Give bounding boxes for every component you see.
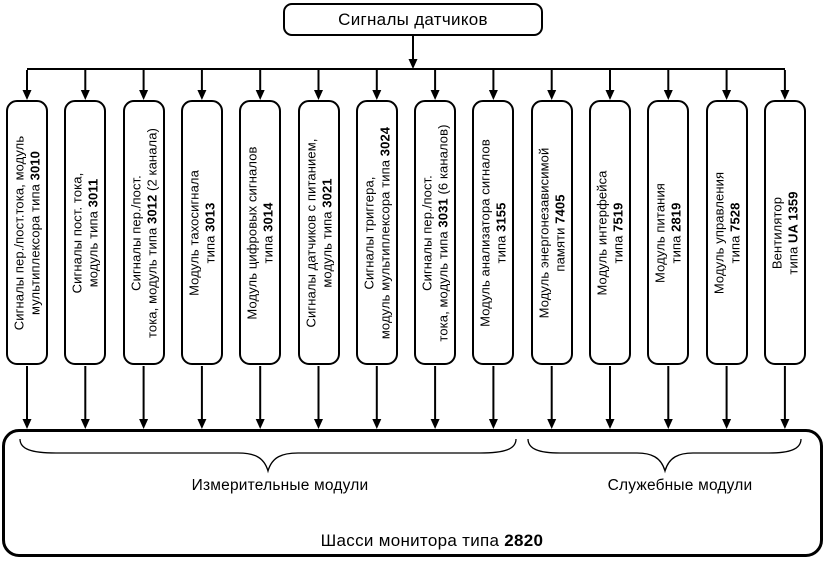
connector-arrow	[663, 70, 673, 100]
module-box: Сигналы пост. тока,модуль типа 3011	[64, 100, 107, 365]
connector-arrow	[430, 70, 440, 100]
module-label: Сигналы триггера,модуль мультиплексора т…	[361, 126, 392, 339]
connector-arrow	[547, 366, 557, 429]
connector-arrow	[605, 366, 615, 429]
connector-arrow	[722, 366, 732, 429]
module-box: Сигналы датчиков с питанием,модуль типа …	[297, 100, 340, 365]
chassis-label: Шасси монитора типа 2820	[320, 531, 544, 550]
connector-arrow	[255, 366, 265, 429]
connector-arrow	[22, 366, 32, 429]
connector-arrow	[139, 366, 149, 429]
chassis-type-code: 2820	[504, 531, 544, 550]
sensor-signals-box: Сигналы датчиков	[283, 3, 543, 36]
connector-arrow	[80, 70, 90, 100]
connector-arrow	[547, 70, 557, 100]
module-box: Сигналы пер./пост.тока, модуль типа 3012…	[122, 100, 165, 365]
connector-arrow	[314, 366, 323, 429]
title-connector-arrow	[408, 36, 418, 69]
measuring-modules-label: Измерительные модули	[191, 477, 369, 494]
module-label: Сигналы датчиков с питанием,модуль типа …	[303, 138, 334, 327]
module-box: Сигналы пер./пост.тока, модуль типа 3031…	[414, 100, 457, 365]
module-label: Сигналы пер./пост.тока, модуль типа 3012…	[128, 127, 159, 338]
module-label: Сигналы пер./пост.тока, модуль типа 3031…	[419, 123, 451, 342]
connector-arrow	[722, 70, 732, 100]
module-box: Сигналы триггера,модуль мультиплексора т…	[355, 100, 398, 365]
connector-arrow	[488, 366, 498, 429]
sensor-signals-label: Сигналы датчиков	[338, 9, 488, 29]
connector-arrow	[80, 366, 90, 429]
connector-arrow	[139, 70, 149, 100]
connector-arrow	[22, 70, 32, 100]
connector-arrow	[255, 70, 265, 100]
connector-arrow	[488, 70, 498, 100]
connector-arrow	[197, 366, 207, 429]
module-label: Сигналы пост. тока,модуль типа 3011	[69, 172, 101, 293]
connector-arrow	[197, 70, 207, 100]
connector-arrow	[314, 70, 323, 100]
connector-arrow	[372, 70, 382, 100]
connector-arrow	[372, 366, 382, 429]
service-modules-label: Служебные модули	[607, 477, 753, 494]
connector-arrow	[663, 366, 673, 429]
connector-arrow	[430, 366, 440, 429]
connector-arrow	[780, 366, 790, 429]
connector-arrow	[605, 70, 615, 100]
connector-arrow	[780, 70, 790, 100]
